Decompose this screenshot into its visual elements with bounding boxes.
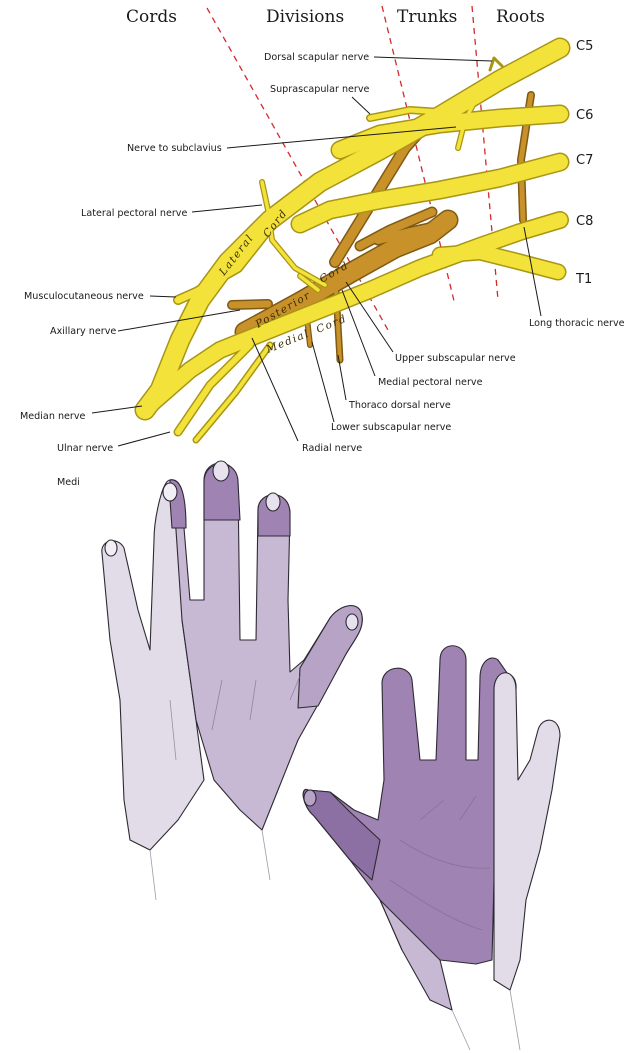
dorsal-little-nail (105, 540, 117, 556)
root-label-c6: C6 (576, 108, 593, 123)
lateral-pectoral-nerve-label: Lateral pectoral nerve (81, 208, 187, 219)
palmar-ulnar-region (494, 673, 560, 990)
suprascapular-nerve-label: Suprascapular nerve (270, 84, 370, 95)
dorsal-hand (102, 461, 362, 900)
axillary-nerve-label: Axillary nerve (50, 326, 116, 337)
palmar-wrist-lines (452, 990, 520, 1050)
header-trunks: Trunks (397, 7, 457, 27)
ulnar-nerve-label: Ulnar nerve (57, 443, 113, 454)
header-divisions: Divisions (266, 7, 344, 27)
thoracodorsal-nerve-label: Thoraco dorsal nerve (348, 400, 451, 411)
dorsal-ring-nail (163, 483, 177, 501)
palmar-thumb-nail (304, 790, 316, 806)
dorsal-wrist-lines (150, 830, 270, 900)
lower-subscapular-nerve-label: Lower subscapular nerve (331, 422, 451, 433)
medial-nerve-label-cut: Medi (57, 477, 80, 488)
long-thoracic-nerve-label: Long thoracic nerve (529, 318, 625, 329)
musculocutaneous-nerve-label: Musculocutaneous nerve (24, 291, 144, 302)
root-label-c7: C7 (576, 153, 593, 168)
root-label-c8: C8 (576, 214, 593, 229)
dorsal-thumb-nail (346, 614, 358, 630)
medial-pectoral-nerve-label: Medial pectoral nerve (378, 377, 483, 388)
dorsal-middle-nail (213, 461, 229, 481)
dorsal-index-nail (266, 493, 280, 511)
dorsal-scapular-nerve-label: Dorsal scapular nerve (264, 52, 369, 63)
upper-subscapular-nerve-label: Upper subscapular nerve (395, 353, 516, 364)
hand-innervation-diagram (102, 461, 560, 1050)
palmar-hand (303, 646, 560, 1050)
header-roots: Roots (496, 7, 545, 27)
median-nerve-label: Median nerve (20, 411, 86, 422)
brachial-plexus-diagram: Cords Divisions Trunks Roots (20, 6, 625, 488)
root-label-t1: T1 (575, 272, 592, 287)
header-cords: Cords (126, 7, 177, 27)
nerve-to-subclavius-label: Nerve to subclavius (127, 143, 222, 154)
radial-nerve-label: Radial nerve (302, 443, 362, 454)
root-label-c5: C5 (576, 39, 593, 54)
